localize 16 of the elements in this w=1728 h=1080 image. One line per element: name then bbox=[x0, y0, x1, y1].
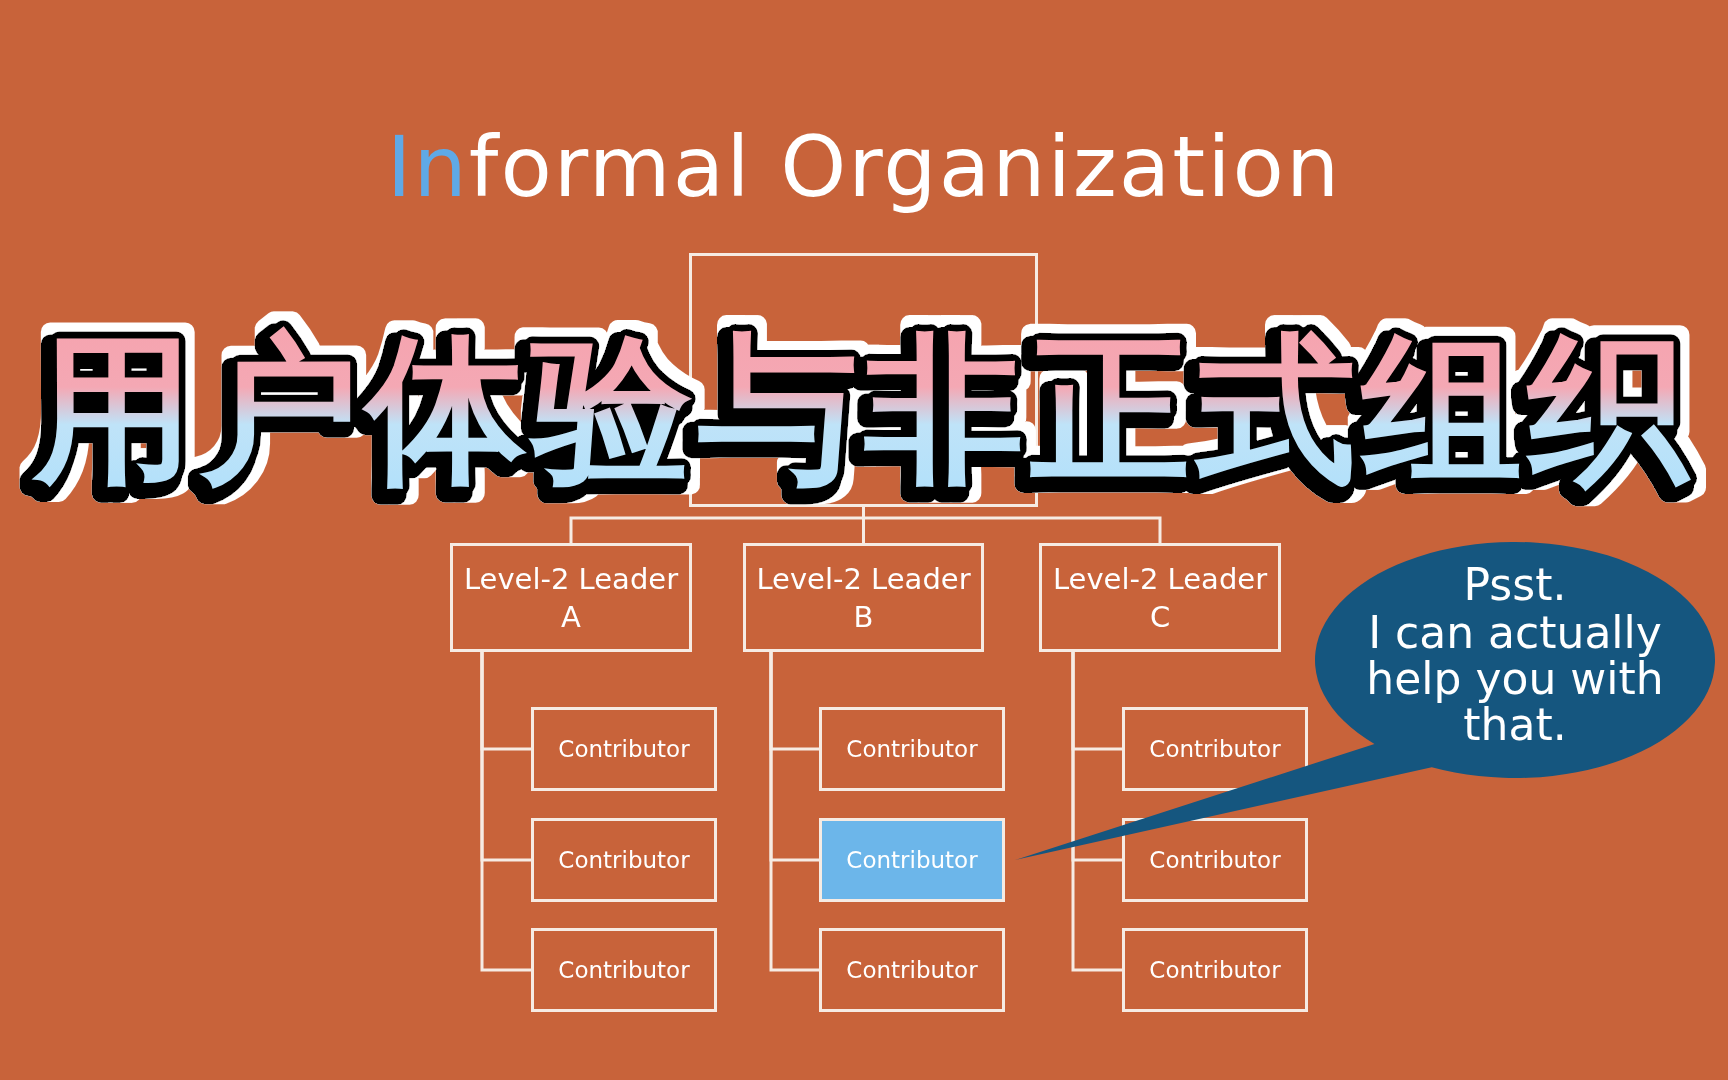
leader-box: Level-2 Leader C bbox=[1039, 543, 1281, 652]
leader-box: Level-2 Leader B bbox=[743, 543, 984, 652]
contributor-box: Contributor bbox=[531, 818, 717, 902]
connector-line bbox=[862, 507, 1162, 543]
contributor-box: Contributor bbox=[531, 707, 717, 791]
connector-line bbox=[769, 652, 819, 972]
contributor-box: Contributor bbox=[819, 818, 1005, 902]
bubble-text: Psst. bbox=[1462, 562, 1568, 608]
leader-box: Level-2 Leader A bbox=[450, 543, 692, 652]
bubble-text: I can actually help you with that. bbox=[1365, 610, 1665, 748]
contributor-box: Contributor bbox=[819, 707, 1005, 791]
connector-line bbox=[1071, 652, 1122, 972]
connector-line bbox=[480, 652, 531, 972]
contributor-box: Contributor bbox=[819, 928, 1005, 1012]
contributor-box: Contributor bbox=[1122, 928, 1308, 1012]
contributor-box: Contributor bbox=[531, 928, 717, 1012]
